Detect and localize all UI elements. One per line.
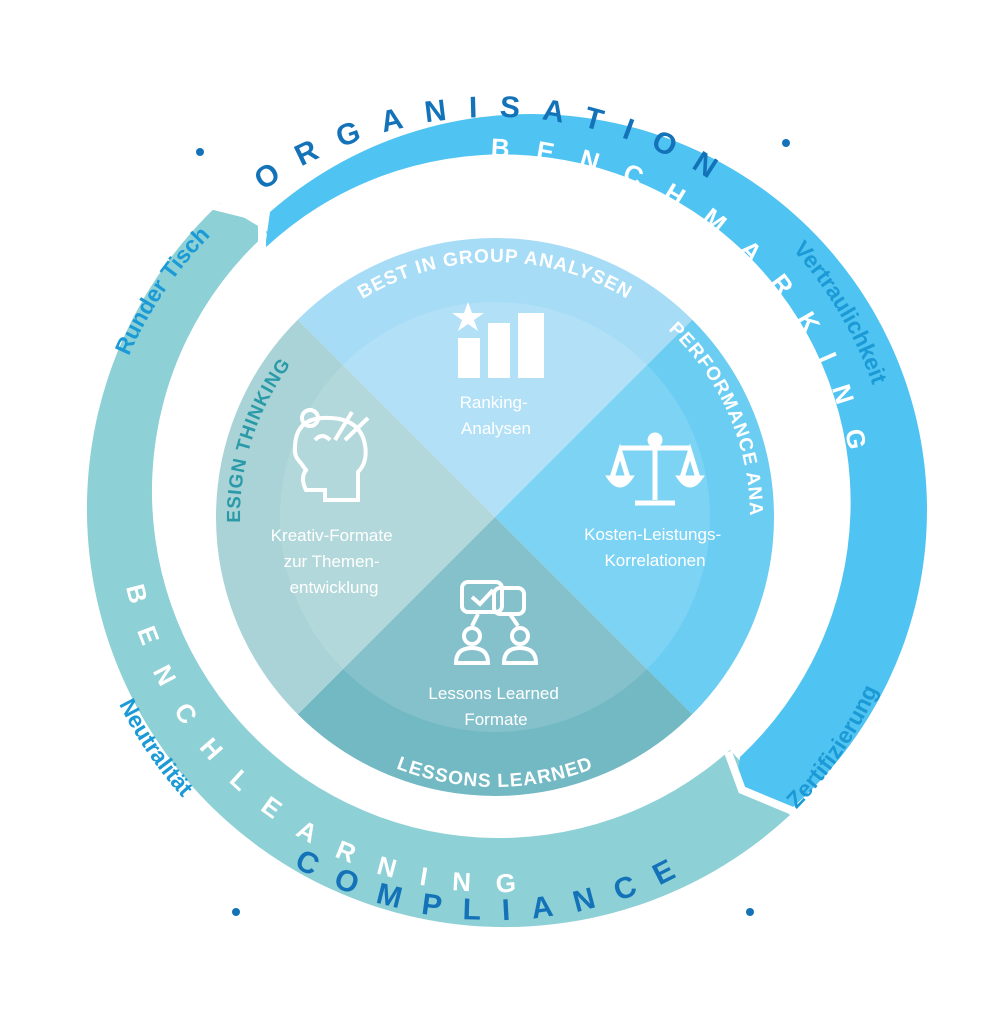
band-joint-top — [209, 201, 266, 250]
label-ranking: Ranking- Analysen — [460, 393, 533, 438]
creative-head-icon — [292, 408, 370, 502]
scales-icon — [605, 432, 705, 506]
label-kreativ: Kreativ-Formate zur Themen- entwicklung — [271, 526, 398, 597]
label-kosten: Kosten-Leistungs- Korrelationen — [584, 525, 726, 570]
bullet-dot — [232, 908, 240, 916]
bullet-dot — [746, 908, 754, 916]
inner-disk — [280, 302, 710, 732]
inner-circle — [215, 237, 775, 797]
bullet-dot — [782, 139, 790, 147]
inner-circle-border — [210, 232, 780, 802]
band-joint-bottom — [724, 750, 797, 816]
people-chat-icon — [453, 580, 539, 665]
label-lessons: Lessons Learned Formate — [428, 684, 563, 729]
benchmarking-band — [265, 113, 927, 808]
ranking-bars-star-icon — [452, 302, 544, 378]
benchlearning-band — [86, 203, 790, 928]
bullet-dot — [196, 148, 204, 156]
